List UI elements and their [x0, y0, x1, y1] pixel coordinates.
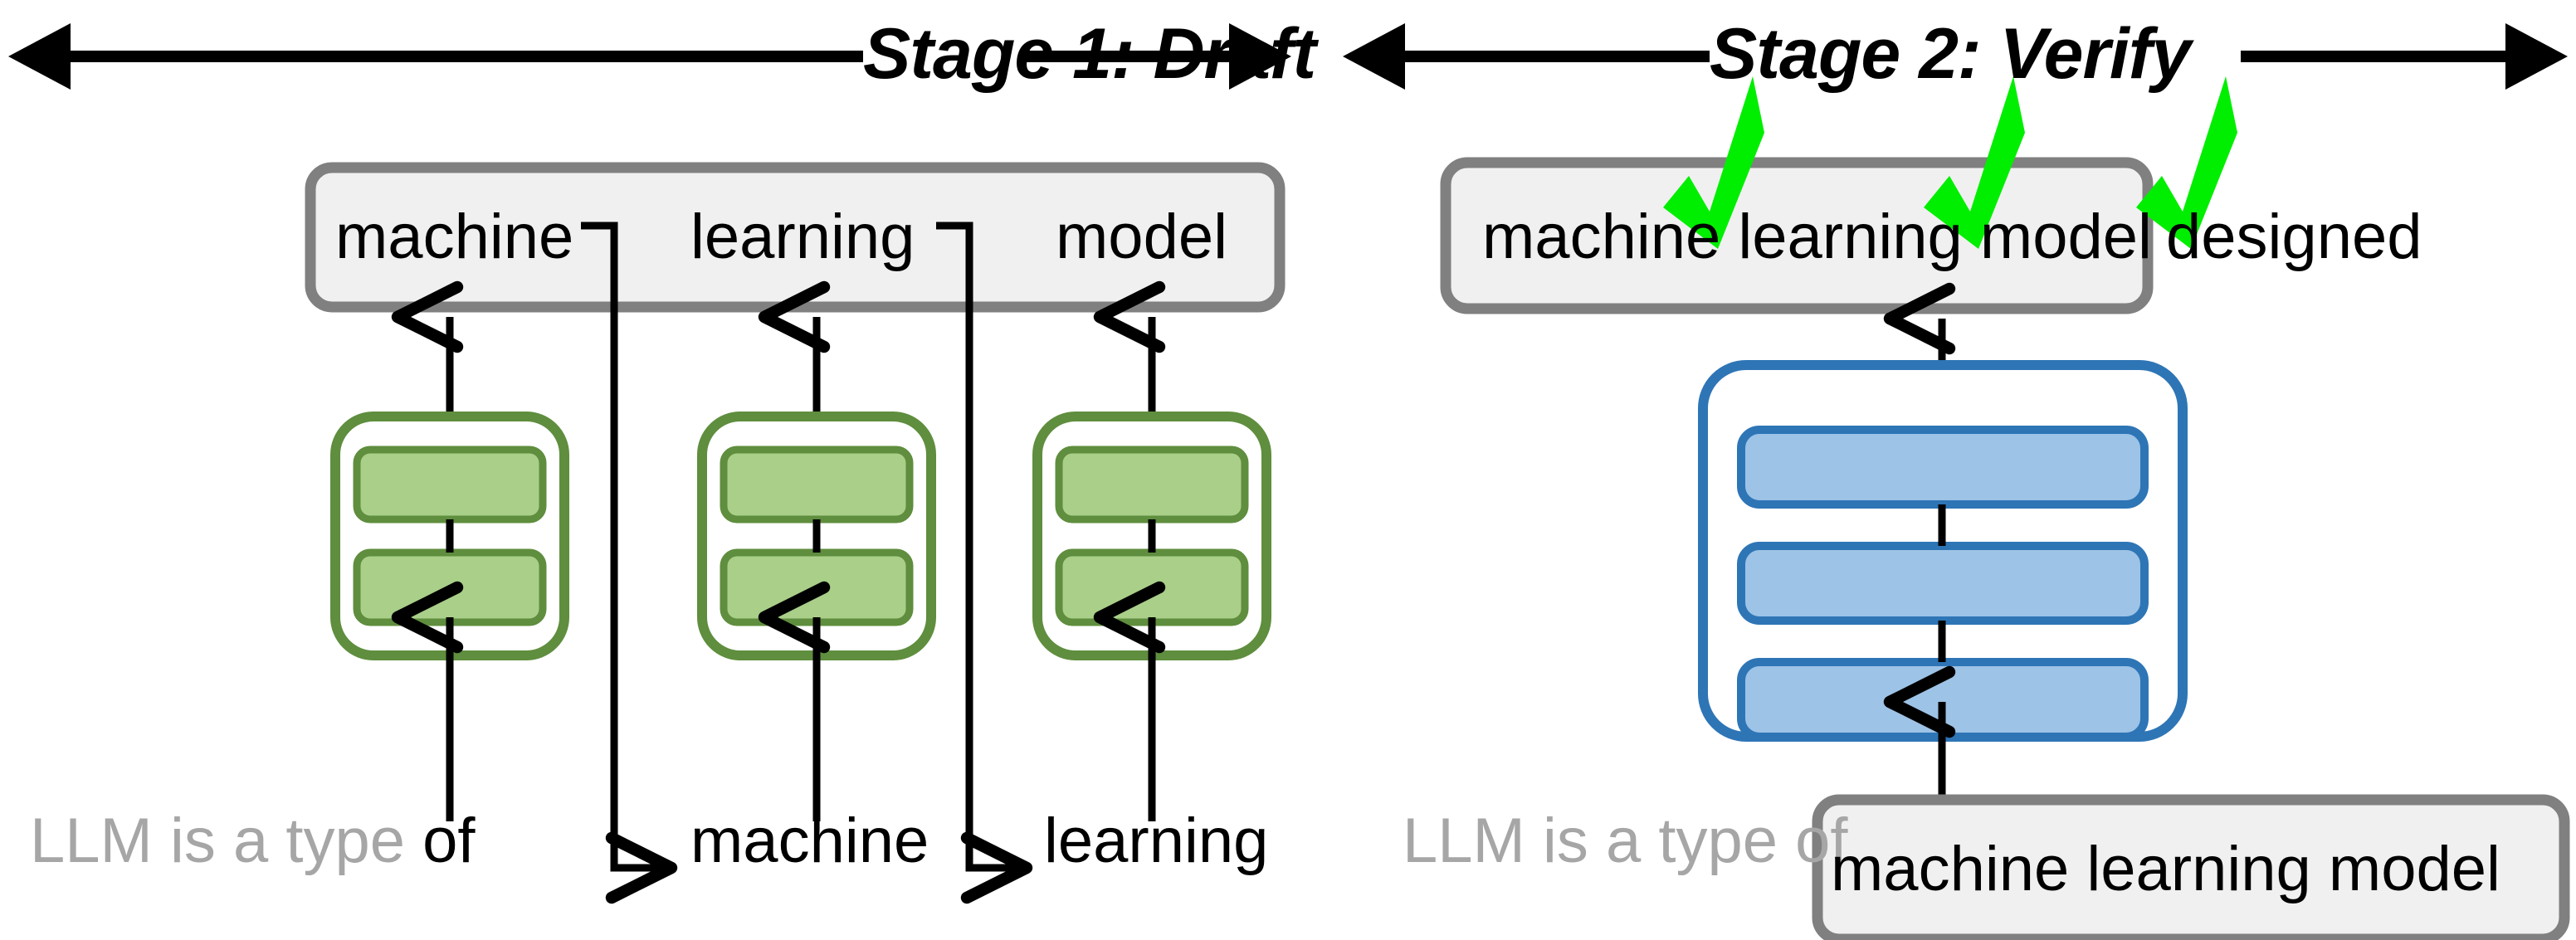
feedback-machine-to-input2	[581, 222, 678, 904]
stage-2-input-box	[1812, 794, 2570, 940]
stage-1-output-token-machine: machine	[335, 202, 574, 272]
stage-1-input-3-token: learning	[1044, 806, 1269, 876]
stage-1-input-1: LLM is a type of	[30, 810, 476, 873]
draft-model-3-layer-2	[1055, 548, 1249, 626]
stage-1-input-1-prompt: LLM is a type	[30, 806, 405, 876]
stage-1-input-1-token: of	[422, 806, 476, 876]
stage-1-input-2: machine	[690, 810, 929, 873]
target-model-layer-2	[1737, 542, 2149, 625]
stage-1-title-arrow	[8, 23, 1291, 90]
draft-model-3-layer-1	[1055, 446, 1249, 524]
stage-1-output-token-model: model	[1056, 202, 1227, 272]
target-model-layer-1	[1737, 426, 2149, 509]
stage-1-input-2-token: machine	[690, 806, 929, 876]
check-model-icon	[2136, 76, 2237, 249]
check-learning-icon	[1924, 76, 2025, 249]
draft-model-2-layer-2	[720, 548, 914, 626]
stage-2-title-arrow	[1343, 23, 2568, 90]
check-machine-icon	[1663, 76, 1764, 249]
stage-1-input-3: learning	[1044, 810, 1268, 873]
stage-2-input-prompt: LLM is a type of	[1403, 806, 1848, 876]
feedback-learning-to-input3	[936, 222, 1033, 904]
draft-model-1-layer-1	[353, 446, 547, 524]
stage-2-input-token: machine learning model	[1831, 834, 2500, 904]
stage-2-output-box	[1440, 157, 2154, 314]
target-model	[1698, 360, 2188, 742]
stage-1-title: Stage 1: Draft	[863, 14, 1316, 94]
stage-2-output-inside: machine learning model	[1482, 202, 2152, 272]
draft-model-2-layer-1	[720, 446, 914, 524]
stage-2-title: Stage 2: Verify	[1710, 14, 2191, 94]
stage-2-output-outside: designed	[2166, 202, 2422, 272]
draft-model-1-layer-2	[353, 548, 547, 626]
stage-1-output-token-learning: learning	[690, 202, 915, 272]
